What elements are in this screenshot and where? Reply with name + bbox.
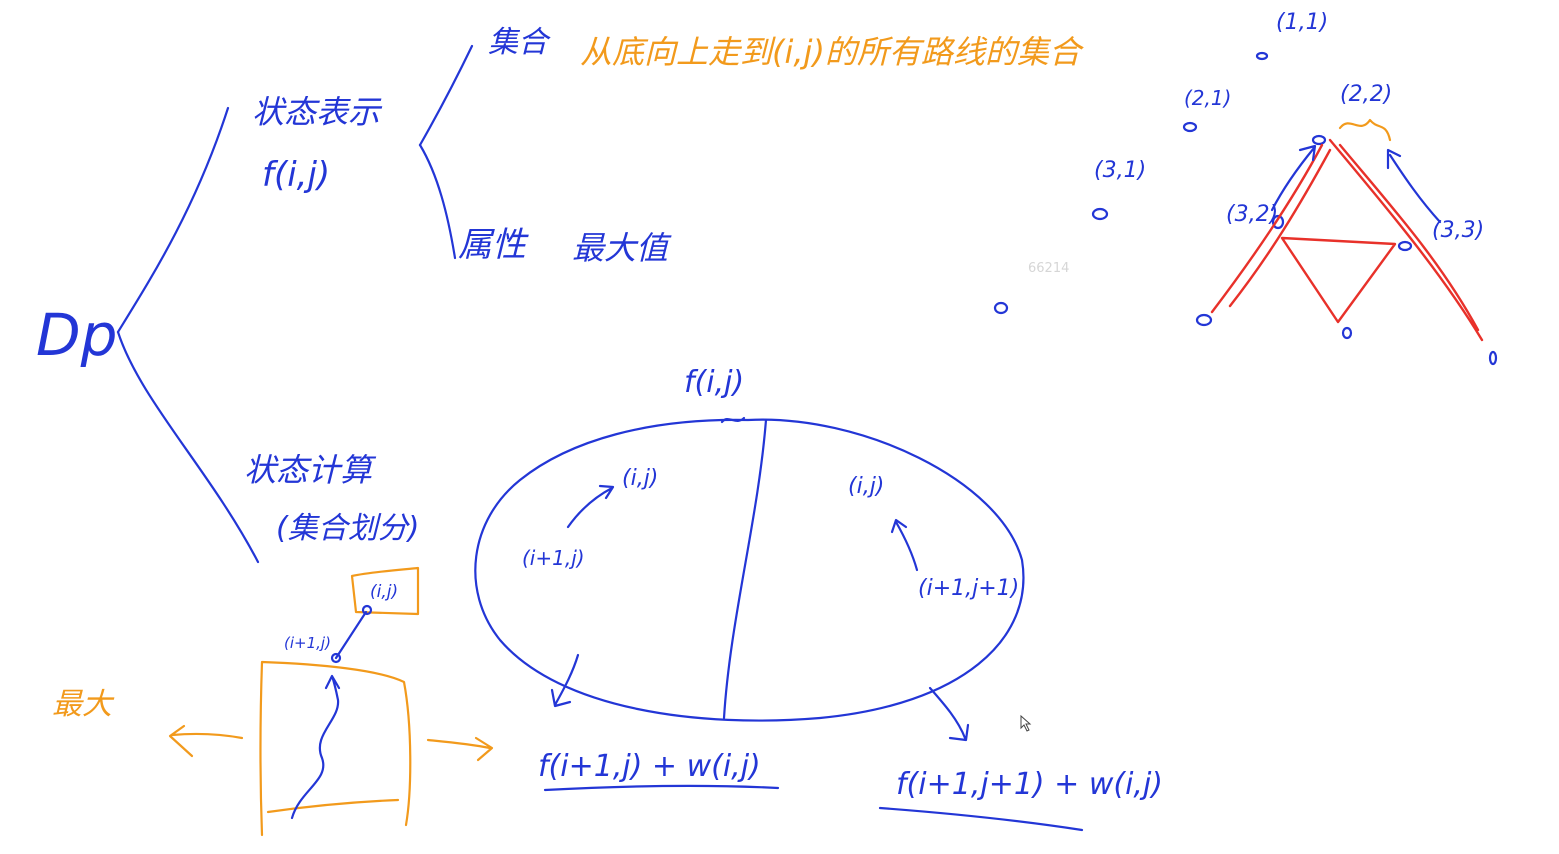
node-connector <box>334 610 368 660</box>
left-down-arrow <box>550 653 580 708</box>
wavy-path <box>290 674 341 820</box>
tri-label-2-1: (2,1) <box>1184 86 1232 110</box>
tri-label-3-1: (3,1) <box>1094 158 1147 183</box>
tri-arrow-right <box>1386 148 1442 224</box>
tri-label-3-2: (3,2) <box>1226 202 1279 227</box>
state-calc-heading: 状态计算 <box>244 451 373 489</box>
tri-node-4-4 <box>1488 350 1498 366</box>
max-label: 最大 <box>52 687 112 722</box>
boundary-box <box>259 660 412 837</box>
left-formula: f(i+1,j) + w(i,j) <box>538 749 761 784</box>
tri-node-3-2 <box>1271 214 1285 230</box>
state-repr-heading: 状态表示 <box>252 93 381 131</box>
right-inner-arrow <box>890 518 919 572</box>
top-label-tick <box>720 416 746 424</box>
tri-node-4-3 <box>1341 326 1353 340</box>
highlight-scribble <box>1338 118 1392 142</box>
oval-divider <box>722 418 768 720</box>
node-box <box>350 566 420 616</box>
sketch-top-node-label: (i,j) <box>370 582 399 602</box>
state-func-label: f(i,j) <box>262 155 331 195</box>
sketch-lower-node-label: (i+1,j) <box>284 634 331 652</box>
tri-node-3-3 <box>1397 240 1413 252</box>
right-from-label: (i+1,j+1) <box>918 576 1020 601</box>
state-calc-subtitle: (集合划分) <box>276 511 420 546</box>
set-oval <box>474 418 1025 722</box>
repr-lower-branch <box>418 143 457 260</box>
tree-lower-branch <box>116 330 260 564</box>
red-diamond <box>1280 236 1397 324</box>
repr-upper-branch <box>418 44 474 147</box>
watermark: 66214 <box>1028 261 1070 276</box>
dp-root-label: Dp <box>36 301 118 369</box>
tri-node-1-1 <box>1255 51 1269 61</box>
right-arrow <box>426 736 494 762</box>
node-dot-lower <box>330 652 342 664</box>
red-left-route <box>1210 143 1332 314</box>
tri-label-3-3: (3,3) <box>1432 218 1485 243</box>
set-description: 从底向上走到(i,j)的所有路线的集合 <box>580 33 1081 71</box>
tri-label-2-2: (2,2) <box>1340 82 1393 107</box>
tri-node-2-1 <box>1182 121 1198 133</box>
set-label: 集合 <box>488 25 548 60</box>
left-inner-arrow <box>566 484 615 529</box>
tri-node-4-1 <box>993 301 1009 315</box>
left-arrow-max <box>168 724 244 758</box>
tri-label-1-1: (1,1) <box>1276 10 1329 35</box>
left-to-label: (i,j) <box>622 466 659 491</box>
tri-arrow-left <box>1270 144 1317 212</box>
tree-upper-branch <box>116 106 230 334</box>
tri-node-2-2 <box>1311 134 1327 146</box>
attr-label: 属性 <box>458 225 526 265</box>
right-formula-underline <box>878 806 1084 832</box>
right-formula: f(i+1,j+1) + w(i,j) <box>896 767 1163 802</box>
left-from-label: (i+1,j) <box>522 546 585 570</box>
attr-description: 最大值 <box>572 229 669 267</box>
tri-node-3-1 <box>1091 207 1109 221</box>
node-dot-upper <box>361 604 373 616</box>
right-to-label: (i,j) <box>848 474 885 499</box>
oval-top-label: f(i,j) <box>684 365 745 400</box>
right-down-arrow <box>928 686 970 742</box>
cursor-icon <box>1020 714 1032 732</box>
left-formula-underline <box>543 784 780 792</box>
red-right-route <box>1328 138 1484 342</box>
tri-node-4-2 <box>1195 313 1213 327</box>
